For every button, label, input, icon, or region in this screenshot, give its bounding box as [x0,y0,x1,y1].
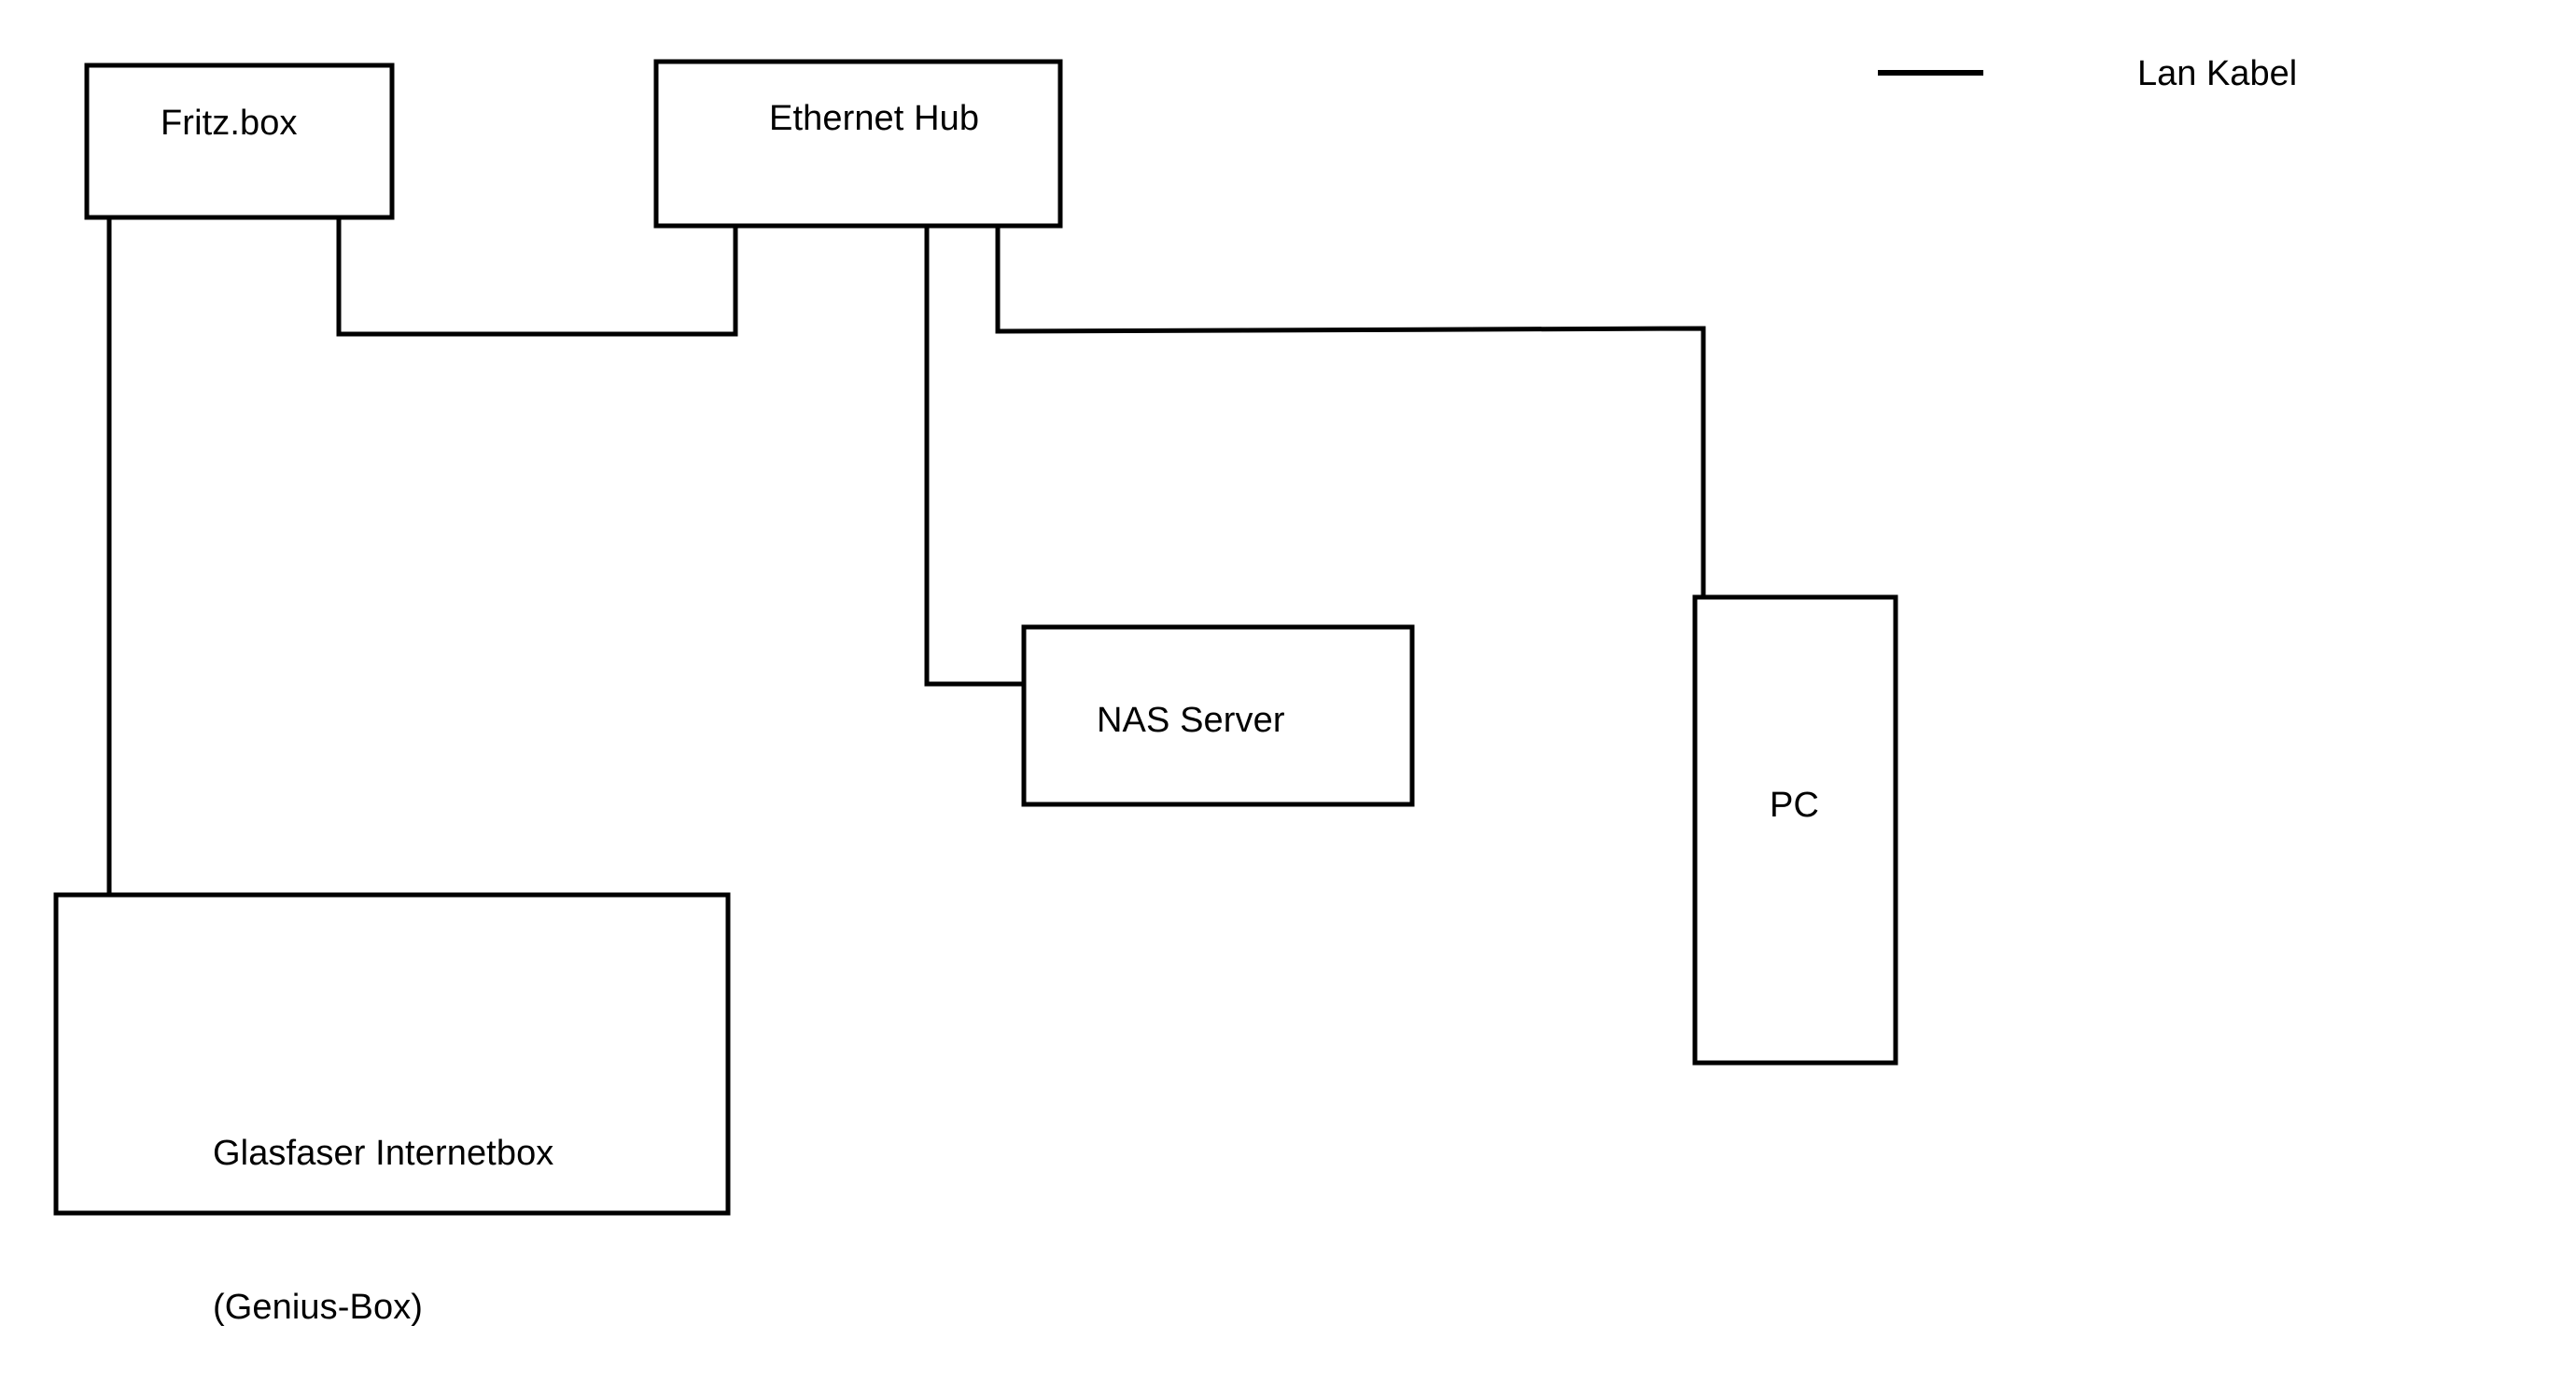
node-fritzbox[interactable] [84,63,395,220]
node-nas-server[interactable] [1021,624,1415,807]
node-label-glasfaser-line-2: (Genius-Box) [213,1288,424,1328]
node-pc[interactable] [1692,594,1898,1066]
node-label-ethernet-hub: Ethernet Hub [769,99,980,138]
node-label-nas-server: NAS Server [1097,701,1285,740]
legend-label-lan-cable: Lan Kabel [2137,54,2298,93]
node-ethernet-hub[interactable] [653,59,1063,229]
node-label-pc: PC [1770,786,1819,825]
connection-hub-to-nas[interactable] [924,226,1024,687]
connection-fritzbox-to-hub[interactable] [336,217,738,337]
node-glasfaser-internetbox[interactable] [53,892,731,1216]
connection-hub-to-pc[interactable] [995,226,1706,602]
node-label-fritzbox: Fritz.box [161,104,298,143]
node-label-glasfaser-internetbox: Glasfaser Internetbox (Genius-Box) [213,1025,553,1381]
node-label-glasfaser-line-1: Glasfaser Internetbox [213,1134,554,1174]
